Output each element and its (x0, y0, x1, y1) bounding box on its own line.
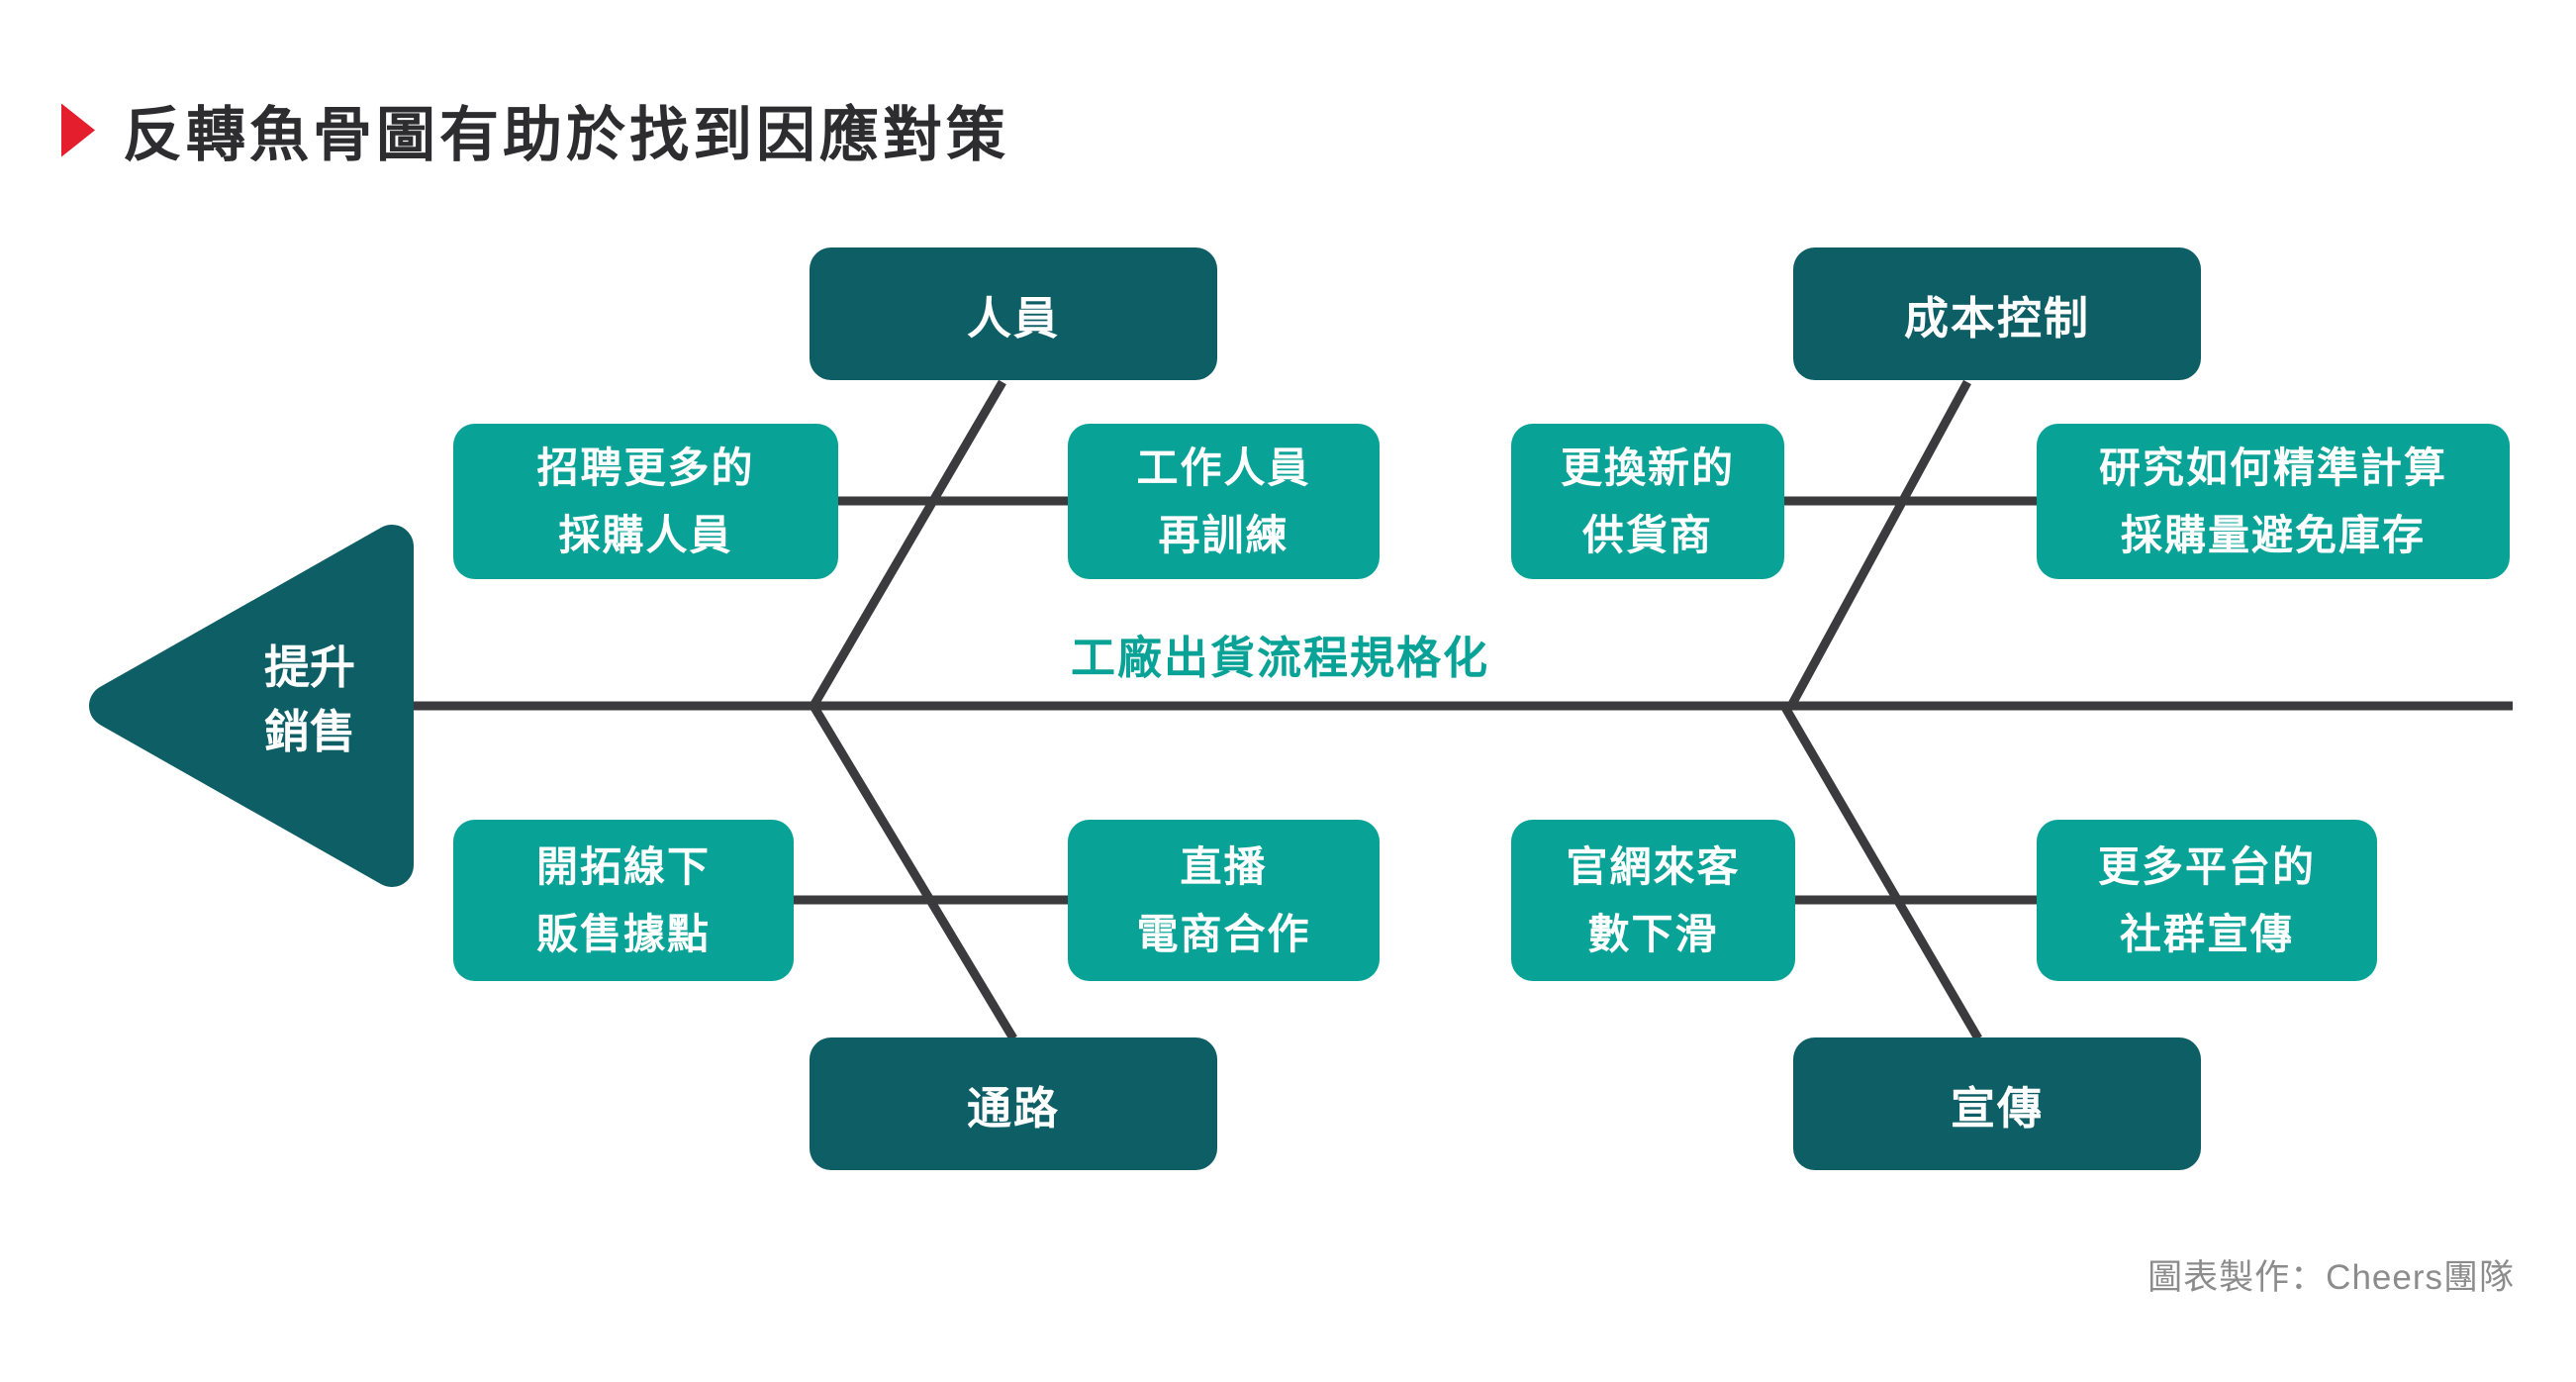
cause-label-line2: 社群宣傳 (2119, 910, 2294, 957)
bone-cost-control (1787, 379, 1971, 709)
cause-label-line1: 直播 (1180, 843, 1268, 891)
category-box-promotion: 宣傳 (1793, 1037, 2201, 1170)
cause-label-line2: 供貨商 (1581, 511, 1713, 558)
cause-box-recruit-buyers: 招聘更多的 採購人員 (453, 424, 838, 579)
cause-label-line2: 採購人員 (558, 511, 733, 558)
cause-label-line2: 採購量避免庫存 (2120, 511, 2426, 558)
category-label: 通路 (966, 1082, 1060, 1134)
cause-box-precise-purchasing: 研究如何精準計算 採購量避免庫存 (2037, 424, 2510, 579)
cause-label-line1: 更換新的 (1560, 444, 1735, 492)
cause-label-line1: 工作人員 (1136, 444, 1311, 492)
cause-box-website-traffic-decline: 官網來客 數下滑 (1511, 820, 1795, 981)
category-box-cost-control: 成本控制 (1793, 247, 2201, 380)
category-label: 人員 (966, 292, 1060, 344)
bone-promotion (1780, 703, 1982, 1041)
cause-label-line2: 數下滑 (1587, 910, 1719, 957)
cause-label-line2: 販售據點 (535, 910, 711, 957)
cause-label-line1: 官網來客 (1566, 843, 1741, 891)
bone-personnel (810, 379, 1006, 709)
cause-label-line2: 再訓練 (1158, 511, 1289, 558)
fish-head-label: 提升 銷售 (216, 636, 404, 765)
cause-label-line1: 更多平台的 (2097, 843, 2316, 891)
category-box-channel: 通路 (810, 1037, 1217, 1170)
credit-text: 圖表製作：Cheers團隊 (2147, 1258, 2515, 1297)
page-title: 反轉魚骨圖有助於找到因應對策 (123, 102, 1009, 168)
fish-head-label-line1: 提升 (264, 642, 355, 693)
category-label: 成本控制 (1903, 292, 2090, 344)
spine-annotation: 工廠出貨流程規格化 (1071, 633, 1490, 683)
cause-label-line1: 研究如何精準計算 (2098, 444, 2447, 492)
cause-label-line2: 電商合作 (1136, 910, 1311, 957)
category-label: 宣傳 (1950, 1082, 2044, 1134)
cause-box-livestream-ecommerce: 直播 電商合作 (1068, 820, 1380, 981)
fish-head-label-line2: 銷售 (264, 706, 355, 758)
cause-box-offline-outlets: 開拓線下 販售據點 (453, 820, 794, 981)
title-row: 反轉魚骨圖有助於找到因應對策 (61, 87, 1009, 173)
category-box-personnel: 人員 (810, 247, 1217, 380)
cause-label-line1: 開拓線下 (535, 843, 711, 891)
cause-label-line1: 招聘更多的 (536, 444, 755, 492)
cause-box-more-social-platforms: 更多平台的 社群宣傳 (2037, 820, 2377, 981)
cause-box-new-supplier: 更換新的 供貨商 (1511, 424, 1784, 579)
fish-head-shape (89, 525, 414, 887)
cause-box-staff-retraining: 工作人員 再訓練 (1068, 424, 1380, 579)
bone-channel (810, 703, 1017, 1041)
